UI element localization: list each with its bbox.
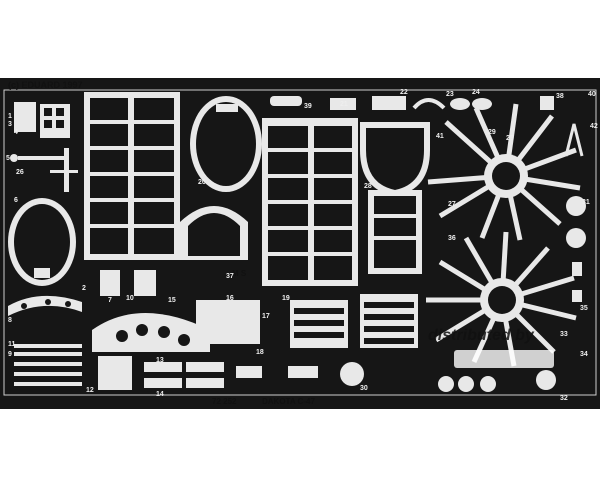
part-number-label: 10 (126, 295, 134, 302)
part-lower-blocks (98, 300, 364, 390)
part-number-label: 31 (582, 199, 590, 206)
part-number-label: 11 (8, 341, 16, 348)
part-number-label: 35 (580, 305, 588, 312)
part-right-column (536, 96, 586, 390)
part-number-label: 29 (488, 129, 496, 136)
part-number-label: 42 (590, 123, 598, 130)
watermark-text: distributed by (428, 327, 535, 344)
part-window-shield (360, 122, 430, 196)
fret-frame (3, 89, 597, 396)
part-number-label: 14 (156, 391, 164, 398)
part-small-brackets (100, 270, 156, 296)
part-number-label: 16 (226, 295, 234, 302)
part-number-label: 18 (256, 349, 264, 356)
part-window-oval-top (190, 96, 262, 192)
part-number-label: 6 (14, 197, 18, 204)
part-panel-grid-center (262, 118, 358, 286)
part-number-label: 32 (560, 395, 568, 402)
part-number-label: 22 (400, 89, 408, 96)
part-antenna (10, 148, 78, 192)
part-grille-slots (294, 302, 414, 344)
part-number-label: 13 (156, 357, 164, 364)
part-instrument-panel (92, 313, 210, 352)
part-number-label: 37 (226, 273, 234, 280)
part-number-label: 27 (448, 201, 456, 208)
part-panel-stack (368, 190, 422, 274)
part-number-label: 40 (588, 91, 596, 98)
part-number-label: 7 (108, 297, 112, 304)
sheet-code: 72 252 (212, 397, 237, 406)
part-number-label: 21 (340, 101, 348, 108)
part-number-label: 2 (82, 285, 86, 292)
part-number-label: 12 (86, 387, 94, 394)
part-number-label: 24 (472, 89, 480, 96)
part-number-label: 8 (8, 317, 12, 324)
part-number-label: 17 (262, 313, 270, 320)
part-instrument-strip (8, 295, 82, 316)
part-top-row (270, 96, 492, 110)
copyright-text: (c) EDUARD 1997 (8, 80, 83, 90)
part-number-label: 1 (8, 113, 12, 120)
part-number-label: 41 (436, 133, 444, 140)
part-number-label: 5 (6, 155, 10, 162)
part-number-label: 20 (198, 179, 206, 186)
part-number-label: 15 (168, 297, 176, 304)
part-number-label: 33 (560, 331, 568, 338)
part-rods-left (14, 344, 82, 386)
part-number-label: 39 (304, 103, 312, 110)
part-number-label: 4 (14, 129, 18, 136)
part-number-label: 23 (446, 91, 454, 98)
part-number-label: 26 (16, 169, 24, 176)
part-window-oval-left (8, 198, 76, 286)
part-number-label: 38 (556, 93, 564, 100)
watermark-logo (454, 350, 554, 368)
part-wheels-lower (438, 376, 496, 392)
part-window-arch (180, 206, 248, 260)
part-number-label: 34 (580, 351, 588, 358)
part-panel-grid-left (84, 92, 180, 260)
part-number-label: 30 (360, 385, 368, 392)
part-number-label: 3 (8, 121, 12, 128)
marking-ms: M S (232, 269, 247, 278)
part-number-label: 19 (282, 295, 290, 302)
part-number-label: 9 (8, 351, 12, 358)
sheet-title: DAKOTA C-47 (262, 397, 315, 406)
part-strips-top-left (14, 102, 70, 138)
part-number-label: 28 (364, 183, 372, 190)
part-number-label: 36 (448, 235, 456, 242)
part-number-label: 25 (506, 135, 514, 142)
